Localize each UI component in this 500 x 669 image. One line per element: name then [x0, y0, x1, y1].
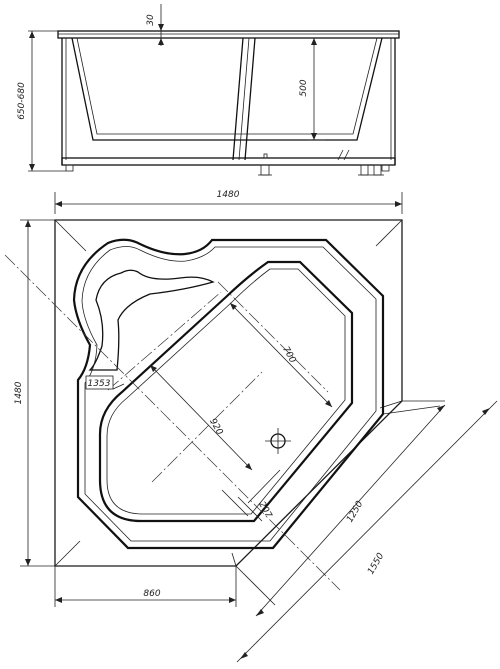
dim-seat-label: 1353 [88, 379, 111, 389]
dim-rim-label: 30 [146, 14, 156, 26]
drain-icon [265, 428, 291, 454]
tub-rim [57, 30, 400, 39]
dim-inner-length-group: 920 [149, 364, 253, 517]
dim-rim-group: 30 [146, 4, 164, 46]
dim-diag-outer-group: 1550 [236, 400, 498, 663]
center-line-diagonal [4, 254, 341, 591]
dim-width-label: 1480 [217, 190, 240, 200]
dim-depth-label: 500 [299, 79, 309, 96]
dim-height-plan-group: 1480 [14, 219, 55, 567]
tub-feet [65, 153, 390, 176]
seat-contour [88, 269, 215, 371]
tub-bowl [71, 37, 383, 141]
inner-basin [98, 260, 354, 523]
dim-diag-outer-label: 1550 [366, 551, 386, 576]
tub-frame [61, 157, 396, 166]
dim-height-label: 650-680 [17, 82, 27, 120]
basin-rim-outer [72, 238, 385, 550]
dim-inner-width-group: 700 [229, 302, 333, 408]
dim-width-group: 1480 [54, 190, 403, 214]
side-view: 30 500 650-680 [17, 4, 400, 176]
dim-seat-group: 1353 [85, 375, 125, 390]
dim-bottom-group: 860 [54, 566, 237, 607]
dim-inner-width-label: 700 [280, 345, 297, 365]
dim-height-group: 650-680 [17, 30, 66, 172]
dim-height-plan-label: 1480 [14, 381, 24, 404]
dim-inner-length-label: 920 [207, 417, 224, 437]
plan-view: 1480 1480 [4, 190, 498, 663]
dim-bottom-label: 860 [143, 589, 160, 599]
dim-depth-group: 500 [299, 38, 325, 141]
dim-diag-inner-label: 1250 [345, 499, 365, 524]
dim-diag-inner-group: 1250 [255, 404, 446, 617]
